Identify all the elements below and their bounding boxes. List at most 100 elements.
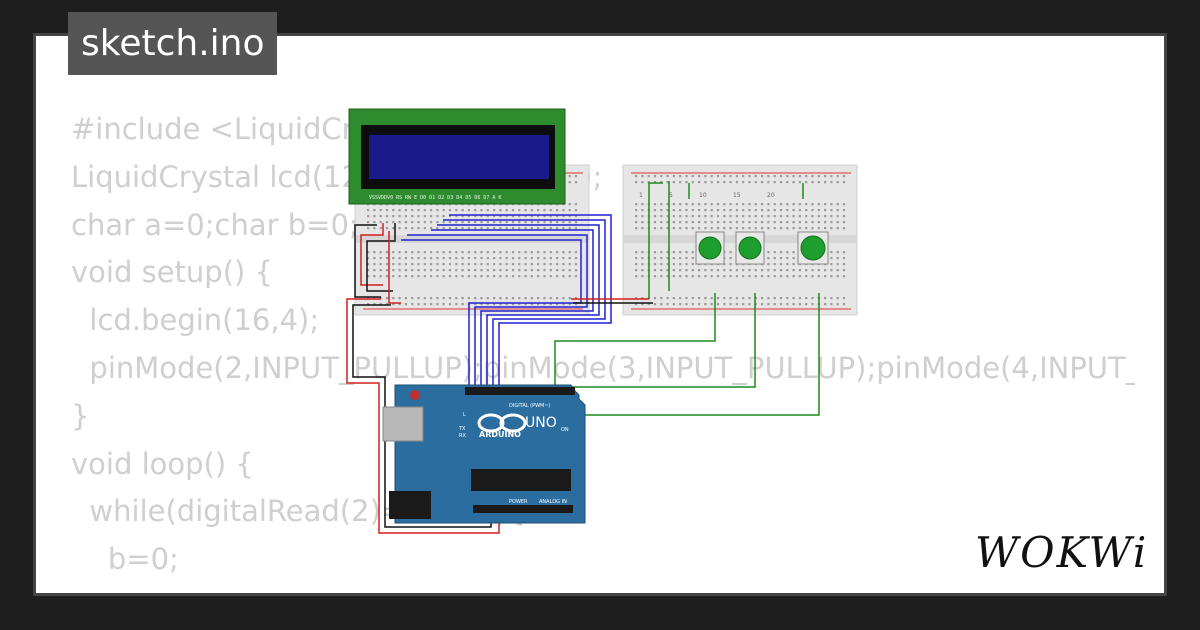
breadboard-hole [511,257,515,260]
breadboard-hole [524,297,527,300]
breadboard-hole [761,275,764,278]
breadboard-hole [836,275,839,278]
breadboard-hole [830,257,833,260]
breadboard-hole [518,209,521,212]
breadboard-hole [666,221,669,224]
breadboard-hole [467,257,470,260]
breadboard-hole [698,221,701,224]
breadboard-hole [398,263,401,266]
breadboard-hole [805,275,808,278]
breadboard-hole [574,215,578,218]
breadboard-hole [430,227,433,230]
breadboard-hole [417,209,420,212]
breadboard-hole [423,251,426,254]
breadboard-hole [779,275,783,278]
breadboard-hole [761,181,764,184]
breadboard-hole [543,257,546,260]
breadboard-hole [691,257,694,260]
breadboard-hole [824,203,827,206]
breadboard-hole [574,297,578,300]
breadboard-hole [486,303,489,306]
breadboard-hole [417,251,420,254]
breadboard-hole [672,227,675,230]
breadboard-hole [830,303,833,306]
breadboard-hole [748,275,751,278]
breadboard-hole [811,297,814,300]
breadboard-hole [735,181,738,184]
breadboard-hole [430,297,433,300]
breadboard-hole [748,209,751,212]
breadboard-hole [830,221,833,224]
breadboard-hole [672,221,675,224]
circuit-diagram: 1 5 10 15 20 VSSVDDV0 RS RW E D0 D1 D2 D… [346,108,858,534]
breadboard-hole [660,175,663,178]
breadboard-hole [436,303,439,306]
breadboard-hole [404,209,407,212]
breadboard-hole [543,303,546,306]
breadboard-hole [568,269,571,272]
breadboard-hole [461,215,464,218]
breadboard-hole [735,209,738,212]
breadboard-hole [398,257,401,260]
breadboard-hole [817,221,820,224]
breadboard-hole [679,227,682,230]
push-button-1[interactable] [695,231,725,265]
breadboard-hole [448,257,452,260]
breadboard-hole [423,303,426,306]
breadboard-hole [748,221,751,224]
breadboard-hole [748,227,751,230]
breadboard-hole [549,269,552,272]
breadboard-hole [524,263,527,266]
breadboard-hole [556,251,559,254]
push-button-2[interactable] [735,231,765,265]
breadboard-hole [779,257,783,260]
breadboard-hole [518,297,521,300]
breadboard-hole [398,269,401,272]
breadboard-hole [779,251,783,254]
breadboard-hole [767,175,770,178]
breadboard-hole [723,269,726,272]
breadboard-hole [748,297,751,300]
breadboard-hole [704,215,707,218]
breadboard-hole [568,221,571,224]
breadboard-hole [562,297,565,300]
breadboard-hole [824,209,827,212]
breadboard-hole [710,221,713,224]
breadboard-hole [493,257,496,260]
breadboard-hole [411,297,414,300]
breadboard-hole [748,175,751,178]
breadboard-hole [811,303,814,306]
breadboard-hole [842,263,846,266]
breadboard-hole [666,209,669,212]
breadboard-hole [761,227,764,230]
breadboard-hole [455,215,458,218]
breadboard-hole [499,209,502,212]
breadboard-hole [530,251,533,254]
breadboard-hole [499,269,502,272]
breadboard-hole [767,221,770,224]
breadboard-hole [367,251,370,254]
breadboard-hole [748,181,751,184]
breadboard-hole [792,303,795,306]
breadboard-hole [729,227,732,230]
breadboard-hole [824,181,827,184]
breadboard-hole [653,227,657,230]
breadboard-hole [842,209,846,212]
breadboard-hole [660,263,663,266]
breadboard-hole [824,215,827,218]
breadboard-hole [423,275,426,278]
breadboard-hole [830,175,833,178]
push-button-3[interactable] [797,231,829,265]
breadboard-hole [824,297,827,300]
breadboard-hole [666,251,669,254]
breadboard-hole [679,215,682,218]
breadboard-hole [653,263,657,266]
breadboard-hole [518,221,521,224]
breadboard-hole [367,221,370,224]
breadboard-hole [685,215,688,218]
breadboard-hole [842,175,846,178]
breadboard-hole [773,275,776,278]
breadboard-hole [511,297,515,300]
breadboard-hole [691,227,694,230]
breadboard-hole [493,297,496,300]
